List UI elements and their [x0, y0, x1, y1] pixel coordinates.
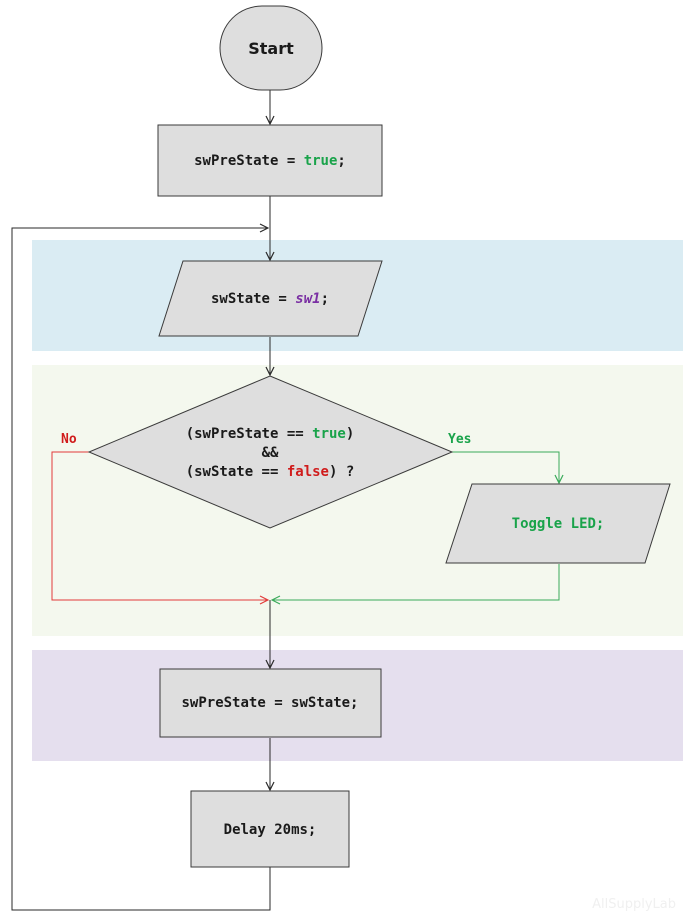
no-branch-label: No [61, 432, 77, 447]
decision-line-2: && [262, 445, 279, 461]
start-terminal: Start [219, 5, 323, 91]
read-lhs: swState = [211, 291, 295, 307]
delay-statement: Delay 20ms; [224, 822, 317, 838]
decision-line-1-b: true [312, 426, 346, 442]
init-lhs: swPreState = [194, 153, 304, 169]
connector-loop-back [11, 228, 271, 911]
decision-line-3: (swState == false) ? [186, 464, 355, 480]
connector-toggle-merge [272, 564, 560, 600]
init-end: ; [337, 153, 345, 169]
decision-line-1-c: ) [346, 426, 354, 442]
decision-line-3-c: ) ? [329, 464, 354, 480]
connector-yes-branch [452, 451, 559, 483]
update-statement: swPreState = swState; [181, 695, 358, 711]
connector-no-branch [51, 451, 268, 600]
decision-diamond: (swPreState == true) && (swState == fals… [87, 375, 454, 529]
decision-line-1: (swPreState == true) [186, 426, 355, 442]
decision-line-1-a: (swPreState == [186, 426, 312, 442]
read-statement: swState = sw1; [211, 291, 329, 307]
init-statement: swPreState = true; [194, 153, 346, 169]
toggle-led-io: Toggle LED; [445, 483, 671, 564]
read-value: sw1 [295, 291, 320, 307]
decision-line-3-b: false [287, 464, 329, 480]
init-process: swPreState = true; [157, 124, 383, 197]
update-process: swPreState = swState; [159, 668, 382, 738]
delay-process: Delay 20ms; [190, 790, 350, 868]
toggle-led-label: Toggle LED; [512, 516, 605, 532]
yes-branch-label: Yes [448, 432, 471, 447]
init-value: true [304, 153, 338, 169]
watermark: AllSupplyLab [592, 897, 676, 912]
start-label: Start [248, 39, 294, 58]
read-end: ; [321, 291, 329, 307]
decision-line-3-a: (swState == [186, 464, 287, 480]
read-input: swState = sw1; [158, 260, 383, 337]
